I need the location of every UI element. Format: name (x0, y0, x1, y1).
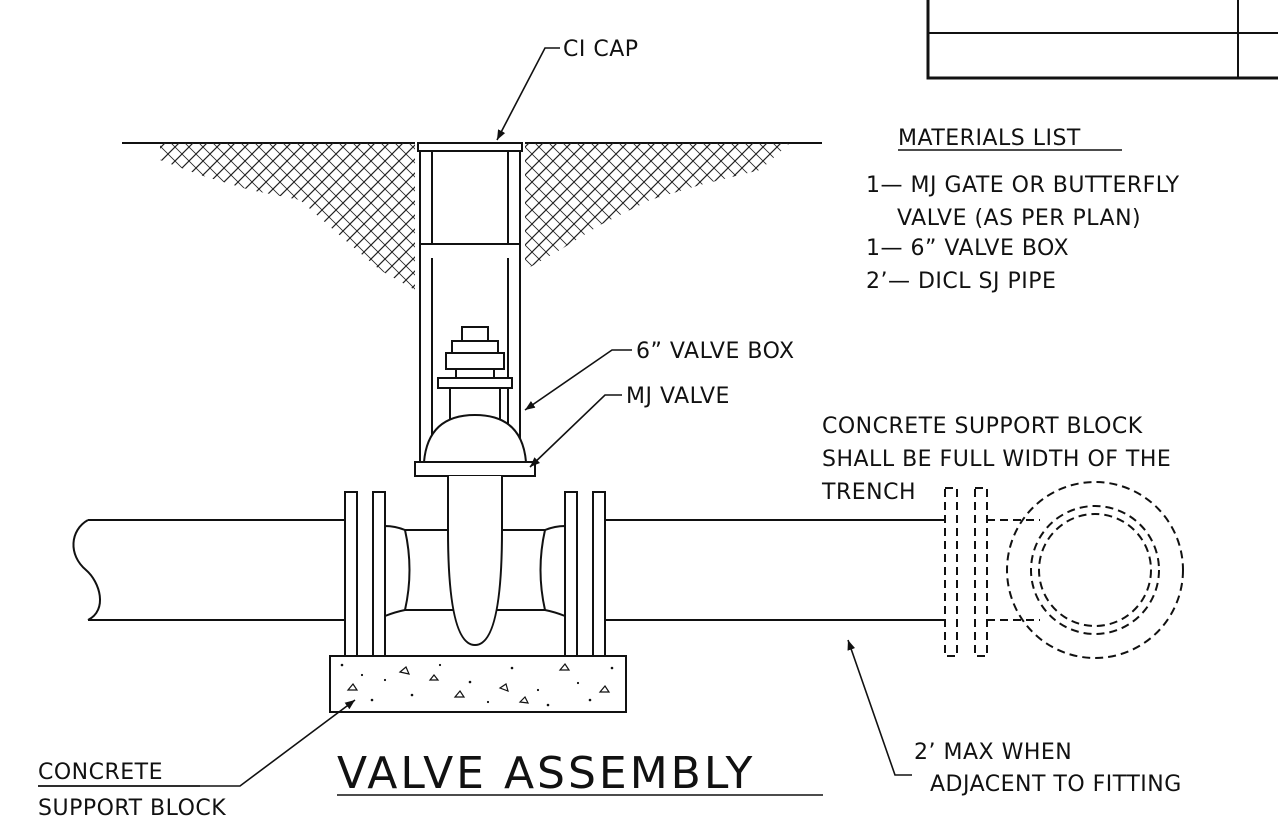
materials-item-2: VALVE (AS PER PLAN) (897, 206, 1141, 231)
support-block-note-line3: TRENCH (821, 480, 916, 505)
ground-surface (122, 142, 822, 290)
valve-gate (447, 476, 503, 647)
pipe-right (605, 519, 945, 621)
valve-box-leader (524, 349, 632, 411)
adjacent-fitting (944, 481, 1184, 659)
max-leader (847, 639, 912, 776)
materials-item-4: 2’— DICL SJ PIPE (866, 269, 1056, 294)
title-block-corner (926, 0, 1278, 80)
materials-heading: MATERIALS LIST (898, 126, 1081, 151)
mj-valve-leader (529, 394, 622, 468)
materials-item-3: 1— 6” VALVE BOX (866, 236, 1069, 261)
mj-valve-callout: MJ VALVE (626, 384, 730, 409)
materials-item-1: 1— MJ GATE OR BUTTERFLY (866, 173, 1180, 198)
mj-valve-body (414, 413, 536, 477)
concrete-support-block (329, 655, 627, 713)
pipe-left (72, 519, 345, 621)
leader-lines (38, 47, 1122, 796)
ci-cap-callout: CI CAP (563, 37, 639, 62)
valve-box-callout: 6” VALVE BOX (636, 339, 795, 364)
support-block-note-line1: CONCRETE SUPPORT BLOCK (822, 414, 1143, 439)
ci-cap-leader (496, 47, 560, 141)
drawing-title: VALVE ASSEMBLY (337, 748, 755, 799)
max-note-line2: ADJACENT TO FITTING (930, 772, 1182, 797)
flange-right (564, 491, 606, 657)
max-note-line1: 2’ MAX WHEN (914, 740, 1072, 765)
operating-nut (437, 326, 513, 430)
support-block-note-line2: SHALL BE FULL WIDTH OF THE (822, 447, 1171, 472)
concrete-label-line1: CONCRETE (38, 760, 163, 785)
concrete-label-line2: SUPPORT BLOCK (38, 796, 226, 821)
